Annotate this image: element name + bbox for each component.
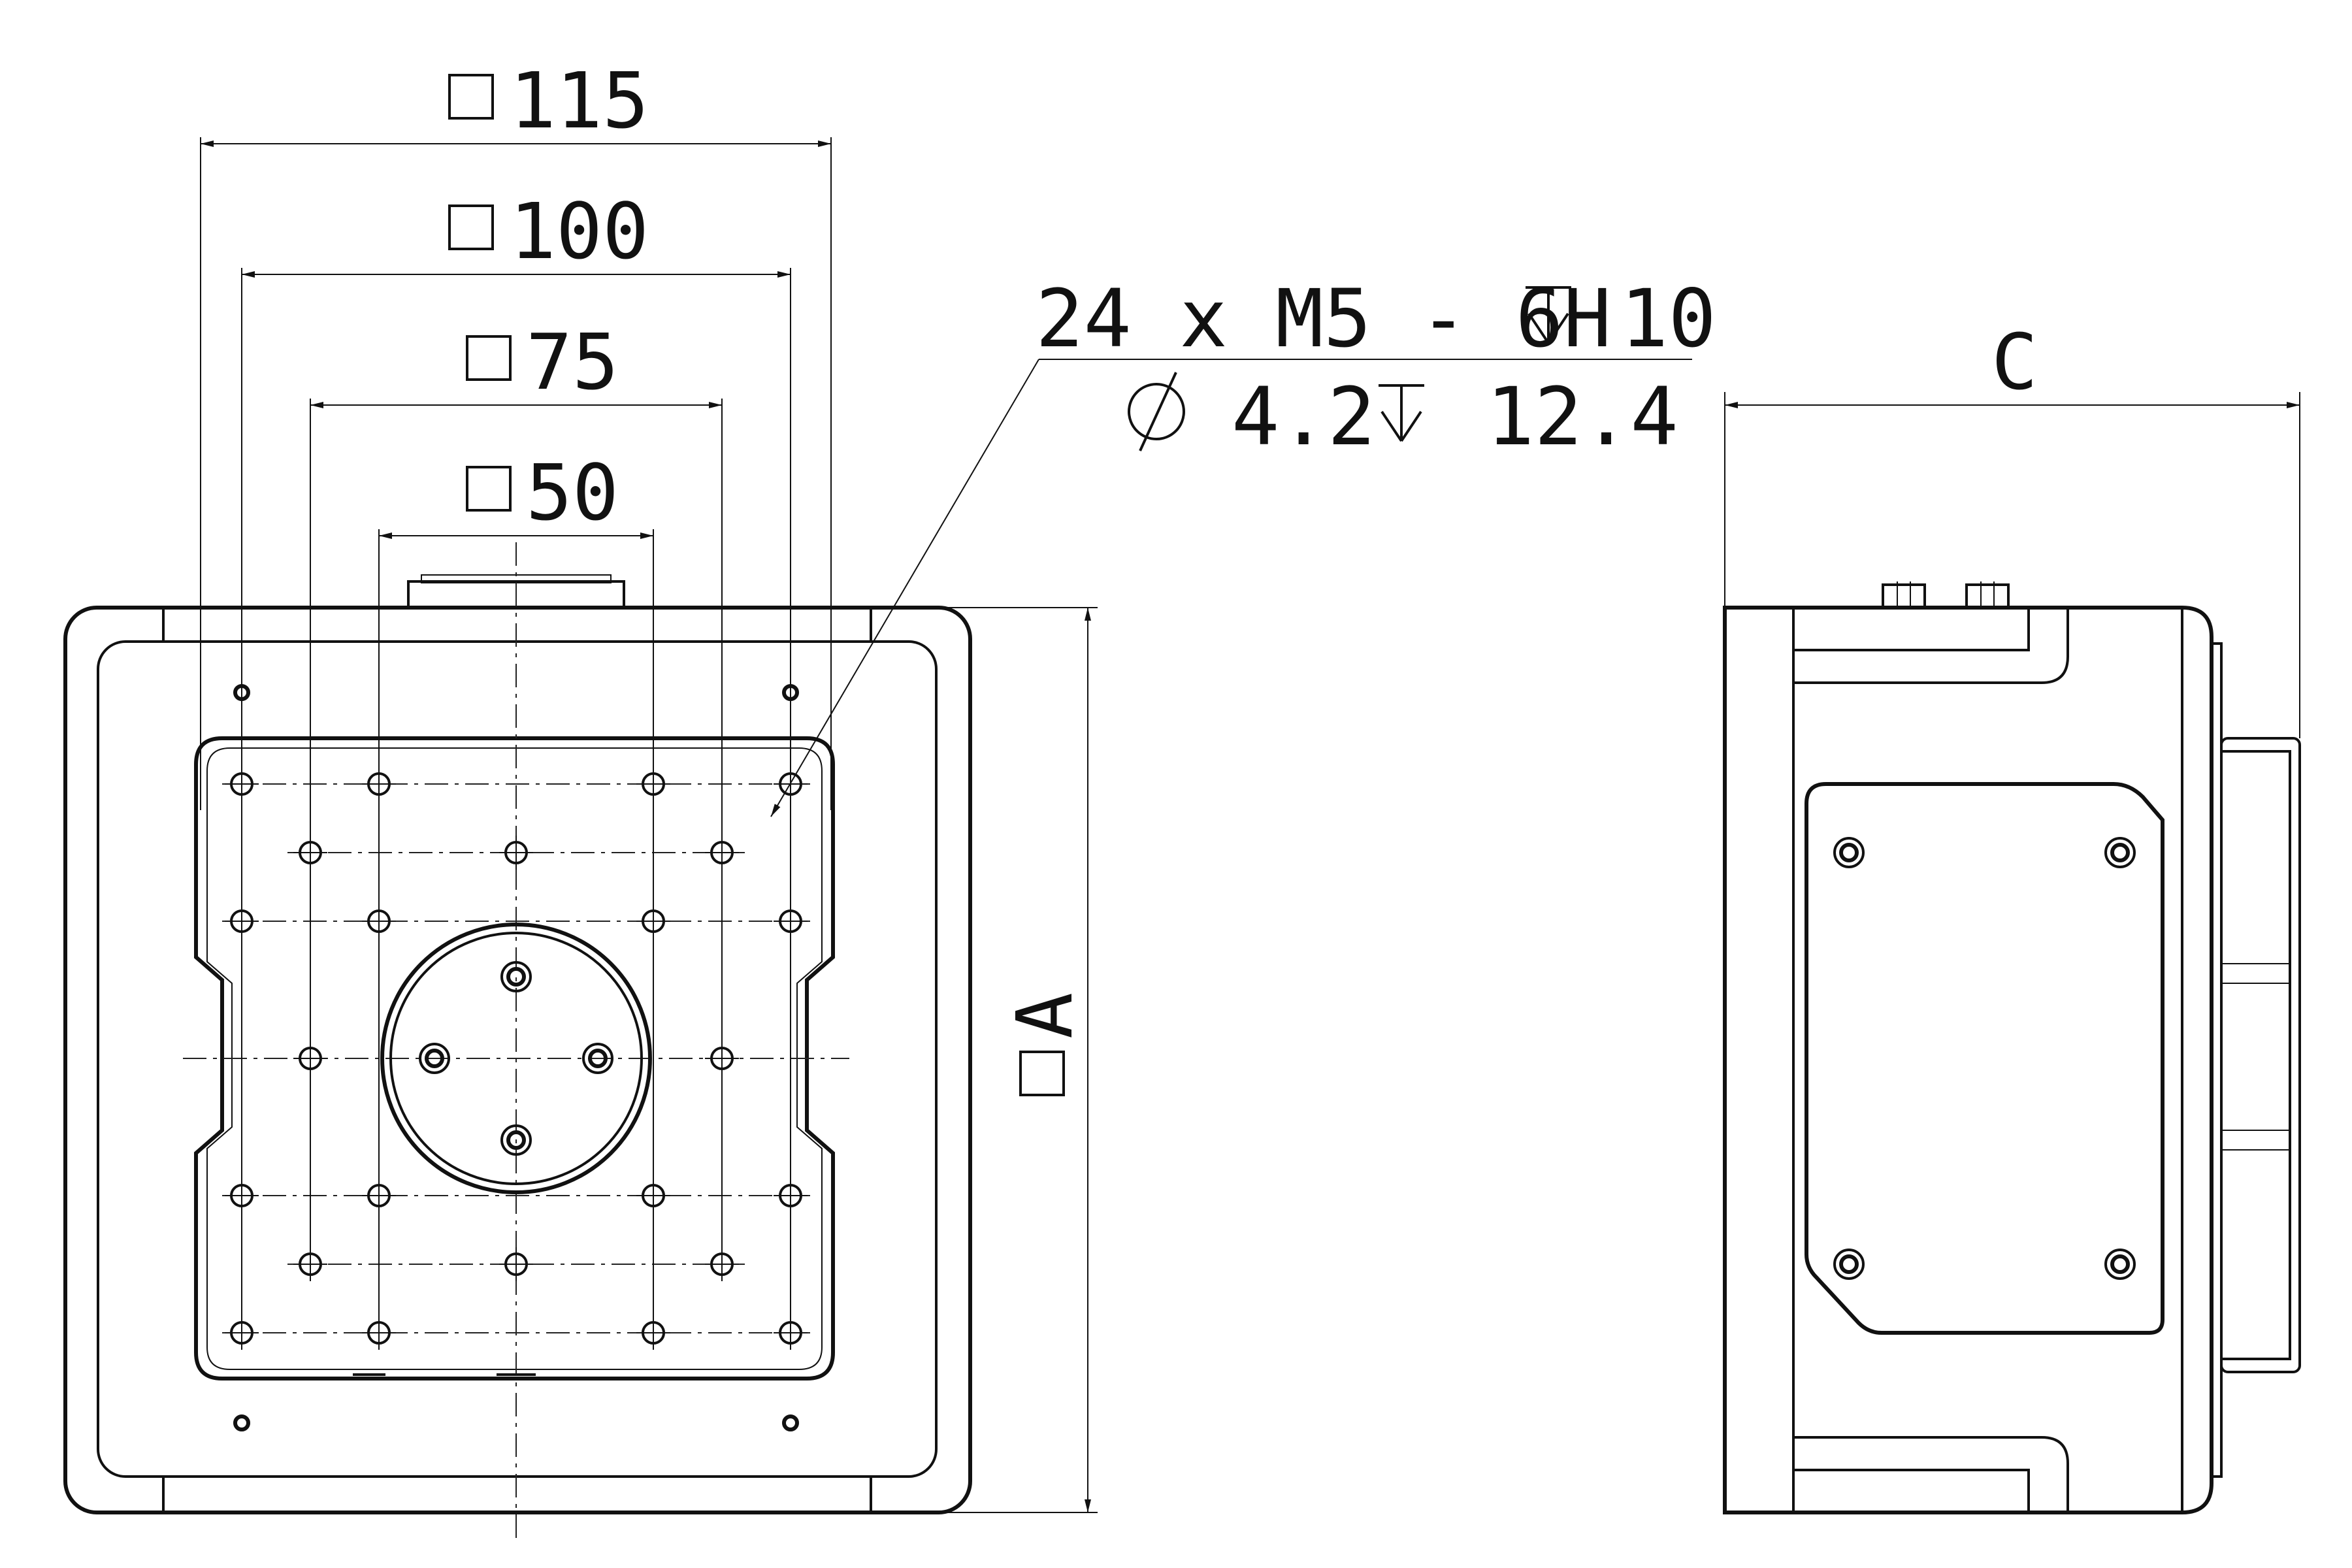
threaded-hole (225, 904, 259, 938)
threaded-hole (774, 1179, 808, 1213)
front-inner-frame (97, 640, 938, 1478)
threaded-hole (774, 1316, 808, 1350)
depth-icon (1379, 384, 1424, 442)
threaded-hole (362, 767, 396, 801)
dim-100: 100 (510, 186, 649, 276)
mounting-plate (194, 736, 835, 1380)
plate-screw (1833, 837, 1865, 868)
thread-callout: 24 x M5 - 6H 10 4.2 12.4 (1036, 272, 1716, 463)
callout-diameter: 4.2 (1232, 370, 1375, 463)
threaded-hole (293, 1041, 327, 1075)
threaded-hole (293, 1247, 327, 1281)
threaded-hole (636, 1316, 670, 1350)
threaded-hole (225, 1179, 259, 1213)
threaded-hole (636, 1179, 670, 1213)
hub-screw (419, 1043, 450, 1074)
plate-screw (2104, 837, 2136, 868)
callout-depth2: 12.4 (1486, 370, 1678, 463)
threaded-hole (362, 1179, 396, 1213)
top-connector (407, 580, 625, 609)
callout-depth1: 10 (1620, 272, 1716, 365)
threaded-hole (636, 904, 670, 938)
threaded-hole (499, 1247, 533, 1281)
corner-screw (233, 1414, 250, 1431)
hub-screw (500, 1124, 532, 1156)
callout-line1: 24 x M5 - 6H (1036, 272, 1611, 365)
threaded-hole (362, 1316, 396, 1350)
dim-C: C (1991, 317, 2038, 407)
hub-screw (500, 961, 532, 992)
dim-75: 75 (526, 317, 619, 407)
dim-115: 115 (510, 56, 649, 146)
threaded-hole (774, 904, 808, 938)
threaded-hole (225, 767, 259, 801)
threaded-hole (705, 1041, 739, 1075)
corner-screw (233, 684, 250, 701)
corner-screws (233, 684, 799, 1431)
front-view: 115 100 75 50 A 24 x M5 - 6H (63, 56, 1716, 1542)
threaded-hole (499, 836, 533, 870)
dim-50: 50 (526, 448, 619, 538)
threaded-hole (705, 836, 739, 870)
hub-screw (582, 1043, 613, 1074)
plate-screw (2104, 1249, 2136, 1280)
threaded-hole (362, 904, 396, 938)
threaded-hole (705, 1247, 739, 1281)
diameter-icon (1128, 372, 1185, 451)
threaded-holes (225, 767, 808, 1350)
threaded-hole (293, 836, 327, 870)
side-view: C (1723, 317, 2301, 1514)
hub-screws (419, 961, 613, 1156)
threaded-hole (636, 767, 670, 801)
threaded-hole (225, 1316, 259, 1350)
side-body (1723, 606, 2213, 1514)
side-plate-screws (1833, 837, 2136, 1280)
plate-screw (1833, 1249, 1865, 1280)
corner-screw (782, 684, 799, 701)
corner-screw (782, 1414, 799, 1431)
dim-A: A (1000, 992, 1090, 1039)
rotary-hub (380, 923, 652, 1194)
depth-icon (1526, 286, 1571, 344)
side-rotary-stage (2220, 737, 2301, 1373)
side-plate (1805, 782, 2164, 1335)
